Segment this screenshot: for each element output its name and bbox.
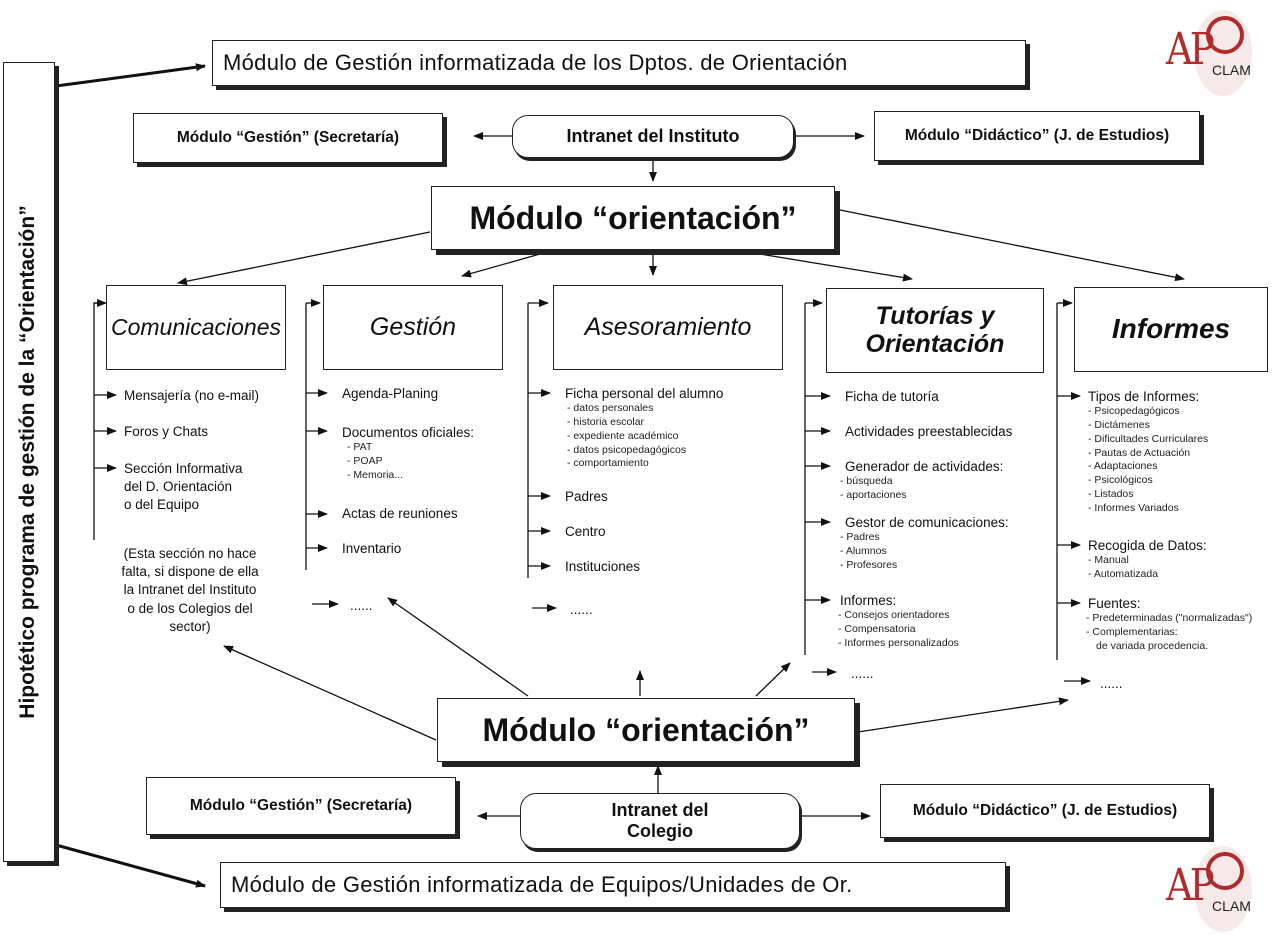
- item-tipos-informes: Tipos de Informes:: [1088, 389, 1200, 404]
- intranet-colegio: Intranet del Colegio: [520, 793, 800, 849]
- item-gestor: Gestor de comunicaciones:: [845, 515, 1009, 530]
- col-comunicaciones: Comunicaciones: [106, 285, 286, 370]
- item-padres: Padres: [565, 489, 608, 504]
- item-mensajeria: Mensajería (no e-mail): [124, 388, 260, 403]
- generador-subitems: - búsqueda - aportaciones: [840, 475, 907, 501]
- item-instituciones: Instituciones: [565, 559, 641, 574]
- item-ficha-alumno: Ficha personal del alumno: [565, 386, 724, 401]
- tipos-subitems: - Psicopedagógicos - Dictámenes - Dificu…: [1088, 405, 1209, 515]
- col-gestion: Gestión: [323, 285, 503, 370]
- item-fuentes: Fuentes:: [1088, 596, 1141, 611]
- bottom-title-box: Módulo de Gestión informatizada de Equip…: [220, 862, 1006, 908]
- item-informes-tutoria: Informes:: [840, 593, 897, 608]
- top-title: Módulo de Gestión informatizada de los D…: [223, 50, 848, 75]
- col-informes: Informes: [1074, 287, 1268, 372]
- item-actividades: Actividades preestablecidas: [845, 424, 1013, 439]
- item-foros: Foros y Chats: [124, 424, 209, 439]
- item-actas: Actas de reuniones: [342, 506, 458, 521]
- modulo-orientacion-bottom: Módulo “orientación”: [437, 698, 855, 762]
- item-documentos: Documentos oficiales:: [342, 425, 475, 440]
- item-seccion: Sección Informativa: [124, 461, 243, 476]
- didactico-estudios-bottom: Módulo “Didáctico” (J. de Estudios): [880, 784, 1210, 838]
- comunicaciones-note: (Esta sección no hace falta, si dispone …: [121, 546, 259, 634]
- gestion-secretaria-top: Módulo “Gestión” (Secretaría): [133, 113, 443, 163]
- item-inventario: Inventario: [342, 541, 402, 556]
- modulo-orientacion-top: Módulo “orientación”: [431, 186, 835, 250]
- informes-tutoria-subitems: - Consejos orientadores - Compensatoria …: [838, 609, 959, 649]
- col-asesoramiento: Asesoramiento: [553, 285, 783, 370]
- col-tutorias: Tutorías y Orientación: [826, 288, 1044, 373]
- recogida-subitems: - Manual - Automatizada: [1088, 554, 1159, 580]
- apclam-logo-top: AP CLAM: [1166, 10, 1252, 96]
- didactico-estudios-top: Módulo “Didáctico” (J. de Estudios): [874, 111, 1200, 161]
- informes-more: ......: [1100, 676, 1123, 691]
- gestor-subitems: - Padres - Alumnos - Profesores: [840, 531, 898, 571]
- item-ficha-tutoria: Ficha de tutoría: [845, 389, 939, 404]
- item-seccion-2: del D. Orientación: [124, 479, 233, 494]
- logo-emblem-icon: [1206, 852, 1244, 890]
- tutorias-more: ......: [851, 666, 874, 681]
- side-title: Hipotético programa de gestión de la “Or…: [16, 205, 39, 719]
- asesoramiento-subitems: - datos personales - historia escolar - …: [567, 402, 687, 470]
- item-seccion-3: o del Equipo: [124, 497, 200, 512]
- side-title-bar: [3, 62, 55, 862]
- apclam-logo-bottom: AP CLAM: [1166, 846, 1252, 932]
- top-title-box: Módulo de Gestión informatizada de los D…: [212, 40, 1026, 86]
- item-centro: Centro: [565, 524, 606, 539]
- gestion-more: ......: [350, 598, 373, 613]
- bottom-title: Módulo de Gestión informatizada de Equip…: [231, 872, 853, 897]
- asesoramiento-more: ......: [570, 602, 593, 617]
- item-agenda: Agenda-Planing: [342, 386, 439, 401]
- intranet-instituto: Intranet del Instituto: [512, 115, 794, 158]
- fuentes-subitems: - Predeterminadas ("normalizadas") - Com…: [1086, 612, 1253, 652]
- gestion-subitems: - PAT - POAP - Memoria...: [347, 441, 404, 481]
- logo-emblem-icon: [1206, 16, 1244, 54]
- item-recogida: Recogida de Datos:: [1088, 538, 1207, 553]
- gestion-secretaria-bottom: Módulo “Gestión” (Secretaría): [146, 777, 456, 835]
- item-generador: Generador de actividades:: [845, 459, 1004, 474]
